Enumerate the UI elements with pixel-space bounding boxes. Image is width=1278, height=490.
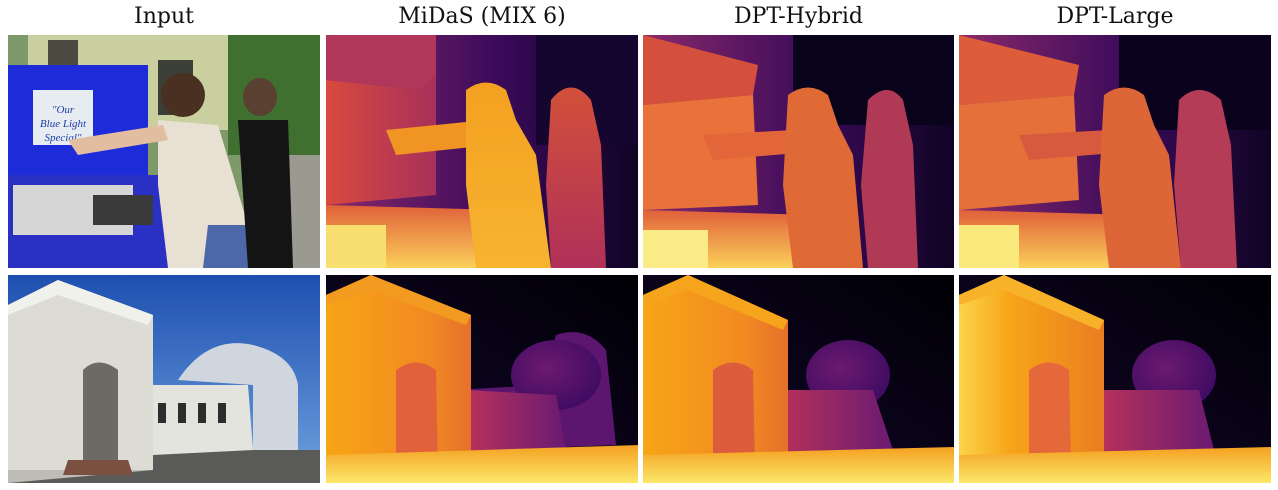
column-header-dpt-large: DPT-Large <box>1056 4 1174 29</box>
depth-map-dpt-large-row2 <box>959 275 1271 483</box>
input-photo-observatory <box>8 275 320 483</box>
column-header-input: Input <box>134 4 194 29</box>
depth-map-dpt-hybrid-row1 <box>643 35 954 268</box>
sign-text-line1: "Our <box>52 104 75 116</box>
column-header-dpt-hybrid: DPT-Hybrid <box>733 4 864 29</box>
depth-map-dpt-large-row1 <box>959 35 1271 268</box>
sign-text-line2: Blue Light <box>40 118 87 130</box>
depth-map-midas-row1 <box>326 35 638 268</box>
input-photo-women: "Our Blue Light Special" <box>8 35 320 268</box>
depth-map-midas-row2 <box>326 275 638 483</box>
depth-map-dpt-hybrid-row2 <box>643 275 954 483</box>
column-header-midas: MiDaS (MIX 6) <box>398 4 566 29</box>
